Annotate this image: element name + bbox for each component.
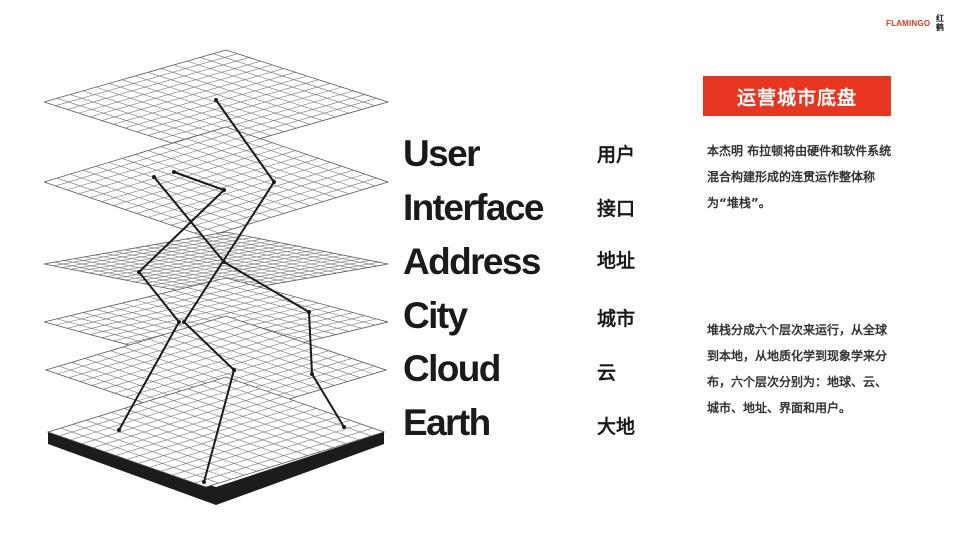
grid-line (187, 388, 346, 445)
connector-node (272, 180, 276, 184)
grid-line (161, 335, 322, 390)
grid-line (205, 235, 368, 268)
grid-line (182, 173, 365, 230)
grid-line (126, 404, 306, 460)
grid-line (147, 150, 311, 206)
grid-line (186, 138, 350, 195)
layer-label-earth: Earth (403, 402, 491, 443)
grid-line (200, 323, 361, 378)
grid-line (136, 79, 319, 133)
grid-line (136, 158, 319, 214)
grid-line (194, 177, 377, 234)
grid-line (138, 408, 317, 464)
connector-node (342, 425, 346, 429)
grid-line (174, 331, 335, 386)
grid-line (194, 427, 373, 484)
grid-line (124, 154, 308, 210)
earth-slab (48, 432, 384, 505)
grid-line (175, 392, 334, 448)
grid-line (160, 146, 324, 202)
layer-label-address-zh: 地址 (597, 250, 636, 272)
layer-label-earth-zh: 大地 (597, 416, 636, 438)
connector-node (310, 372, 314, 376)
grid-line (183, 423, 362, 480)
layer-label-city-zh: 城市 (597, 308, 636, 330)
layer-label-interface: Interface (403, 187, 544, 228)
connector-node (117, 428, 121, 432)
grid-line (148, 83, 331, 136)
connector-node (177, 320, 181, 324)
connector-node (307, 310, 311, 314)
grid-line (149, 400, 308, 456)
grid-line (199, 134, 363, 191)
layer-label-cloud: Cloud (403, 348, 501, 389)
connector-node (222, 188, 226, 192)
connector-node (214, 98, 218, 102)
connector-node (152, 175, 156, 179)
grid-line (125, 342, 307, 398)
connector-node (232, 368, 236, 372)
stack-illustration (44, 22, 594, 520)
grid-line (160, 415, 339, 472)
grid-line (137, 346, 318, 402)
layer-label-city: City (403, 295, 468, 336)
brand-name-zh: 红鹤 (936, 14, 944, 32)
connector-node (172, 170, 176, 174)
description-paragraph-1: 本杰明 布拉顿将由硬件和软件系统混合构建形成的连贯运作整体称为“堆栈”。 (707, 144, 892, 210)
grid-line (149, 412, 328, 468)
layer-label-user: User (403, 133, 480, 174)
connector-node (202, 480, 206, 484)
layer-label-address: Address (403, 241, 541, 282)
grid-line (160, 68, 324, 121)
grid-line (186, 287, 350, 332)
grid-line (160, 293, 324, 339)
grid-line (171, 169, 354, 226)
grid-line (199, 57, 363, 110)
title-banner: 运营城市底盘 (703, 76, 891, 116)
brand-name-en: FLAMINGO (886, 19, 931, 28)
grid-line (212, 130, 376, 187)
connector-node (137, 270, 141, 274)
grid-line (159, 86, 342, 140)
layer-label-interface-zh: 接口 (597, 198, 636, 220)
grid-line (173, 64, 337, 118)
grid-line (172, 419, 351, 476)
layer-label-cloud-zh: 云 (597, 362, 617, 384)
grid-line (187, 327, 348, 382)
grid-line (186, 60, 350, 114)
connector-node (222, 260, 226, 264)
description-paragraph-2: 堆栈分成六个层次来运行，从全球到本地，从地质化学到现象学来分布，六个层次分别为：… (707, 323, 888, 415)
stack-diagram (44, 49, 390, 505)
grid-line (147, 72, 311, 125)
grid-line (159, 165, 342, 222)
connector-node (182, 320, 186, 324)
grid-line (212, 53, 376, 106)
grid-line (173, 142, 337, 198)
grid-line (162, 396, 321, 452)
grid-line (215, 233, 378, 267)
grid-line (199, 283, 363, 329)
layer-label-user-zh: 用户 (597, 144, 636, 166)
grid-line (213, 319, 374, 375)
